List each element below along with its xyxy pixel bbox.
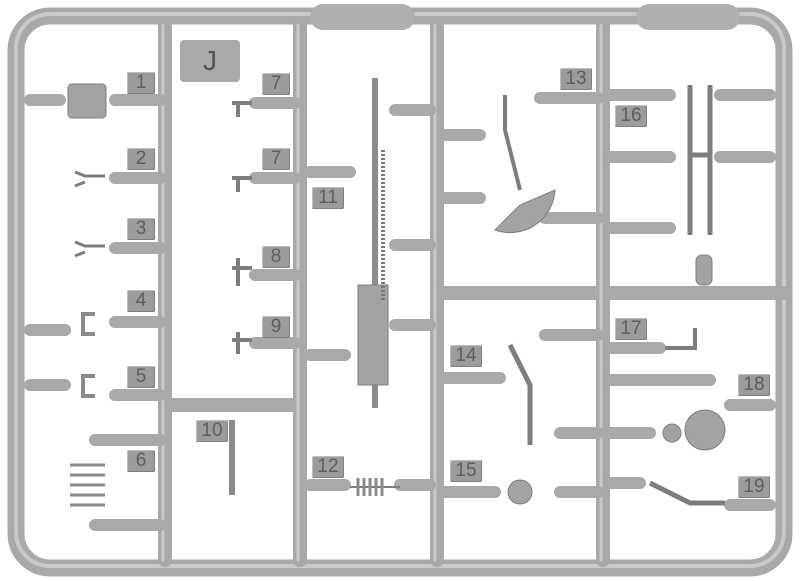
part-6 xyxy=(70,463,105,507)
part-number-tag: 3 xyxy=(127,218,155,240)
part-number-tag: 10 xyxy=(196,420,228,442)
part-number-tag: 17 xyxy=(615,318,647,340)
part-number-tag: 18 xyxy=(738,374,770,396)
part-1 xyxy=(67,83,107,119)
part-number-tag: 7 xyxy=(262,73,290,95)
part-8 xyxy=(232,258,252,286)
part-number-tag: 11 xyxy=(312,187,344,209)
part-2 xyxy=(74,170,105,188)
part-number-tag: 2 xyxy=(127,148,155,170)
part-number-tag: 12 xyxy=(312,456,344,478)
part-7b xyxy=(232,176,252,192)
part-19 xyxy=(648,480,725,506)
gate-tab xyxy=(636,4,740,30)
part-number-tag: 14 xyxy=(450,345,482,367)
part-number-tag: 1 xyxy=(127,72,155,94)
part-4 xyxy=(81,312,95,336)
sprue-letter-tag: J xyxy=(180,40,240,82)
part-16 xyxy=(687,85,713,286)
part-number-tag: 19 xyxy=(738,476,770,498)
part-18 xyxy=(662,409,726,451)
part-9 xyxy=(232,332,252,354)
part-number-tag: 6 xyxy=(127,450,155,472)
part-number-tag: 9 xyxy=(262,316,290,338)
part-3 xyxy=(74,240,105,258)
part-15 xyxy=(507,479,533,505)
part-number-tag: 4 xyxy=(127,290,155,312)
part-7 xyxy=(232,101,252,117)
part-11 xyxy=(357,78,389,408)
part-number-tag: 13 xyxy=(560,68,592,90)
part-5 xyxy=(81,374,95,398)
part-number-tag: 16 xyxy=(615,105,647,127)
part-12 xyxy=(350,478,400,496)
part-number-tag: 15 xyxy=(450,460,482,482)
part-number-tag: 8 xyxy=(262,246,290,268)
part-number-tag: 7 xyxy=(262,148,290,170)
part-14 xyxy=(507,343,533,445)
part-13 xyxy=(494,95,556,234)
gate-tab xyxy=(310,4,415,30)
part-17 xyxy=(665,328,697,350)
part-number-tag: 5 xyxy=(127,366,155,388)
